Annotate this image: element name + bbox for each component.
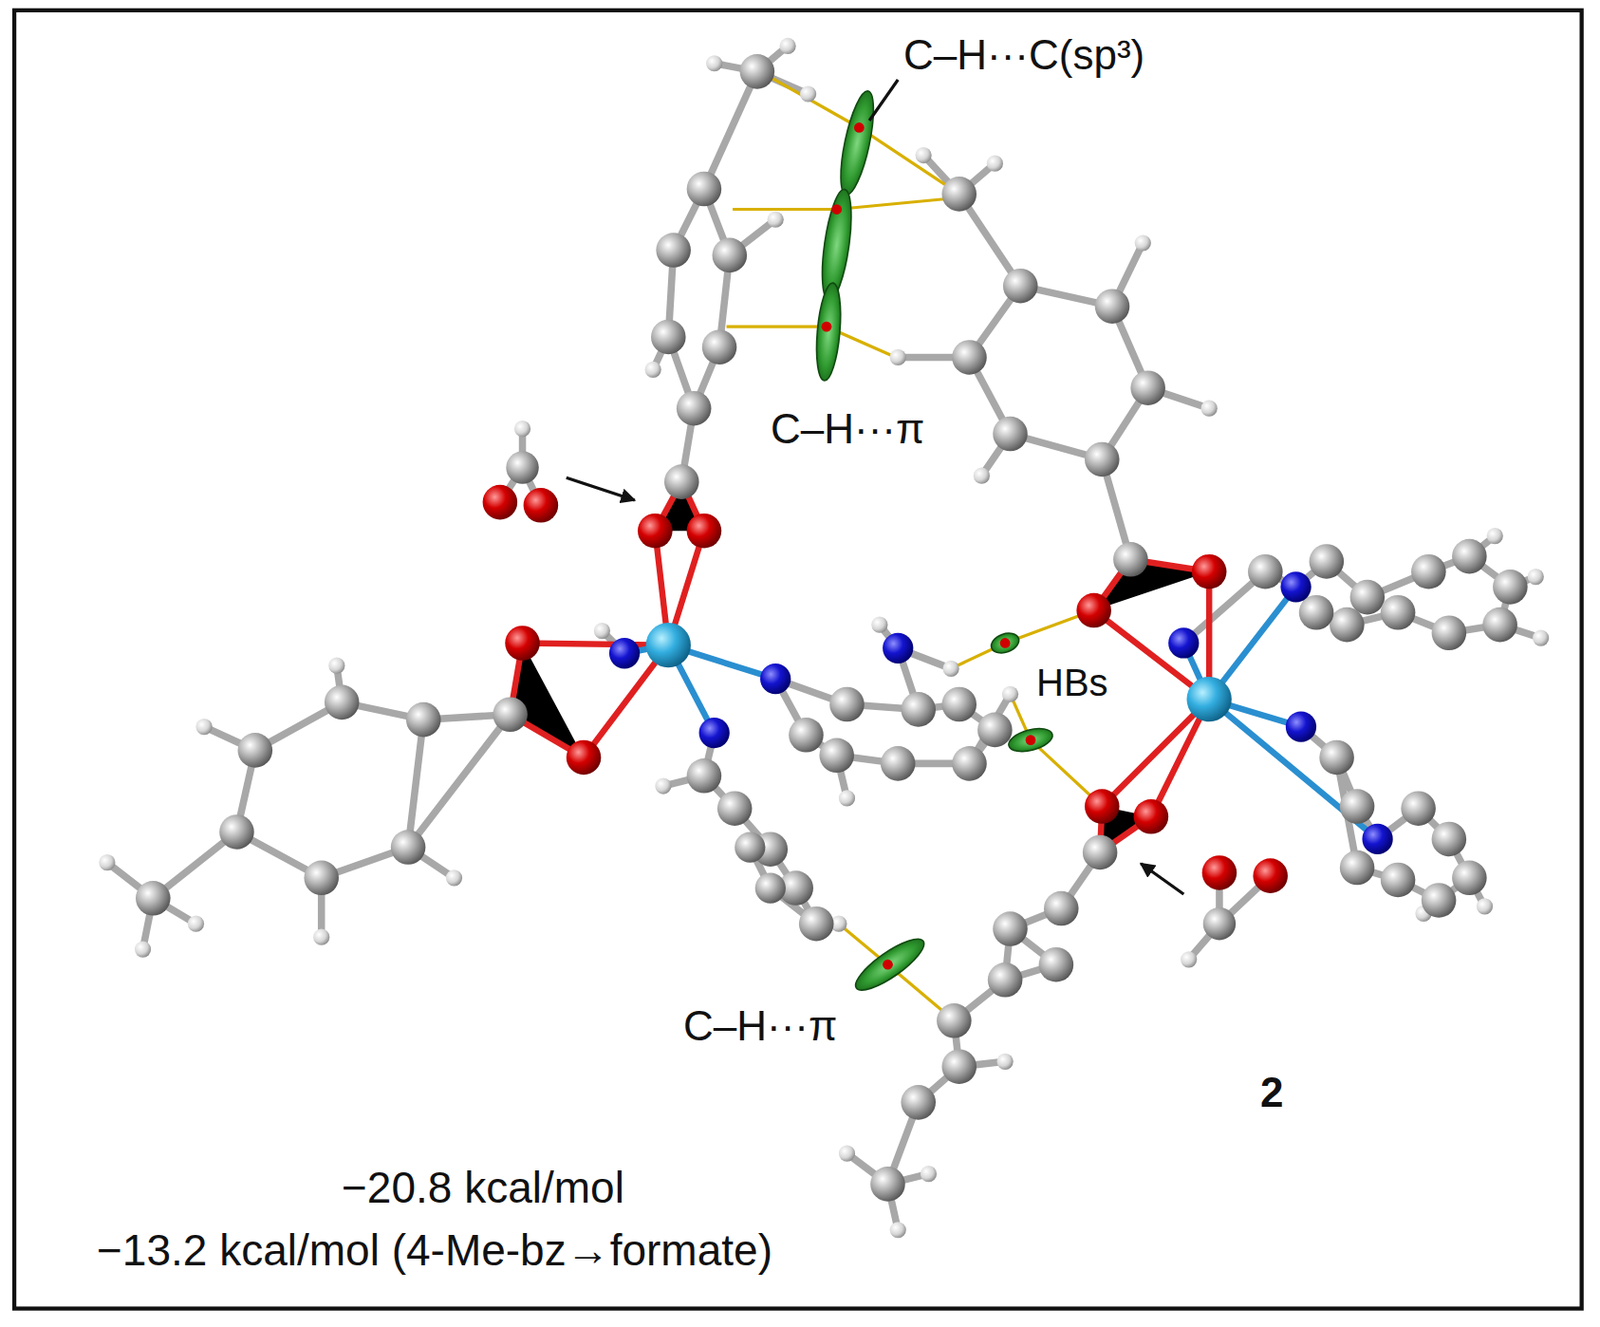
interaction-label: C–H···π bbox=[681, 1003, 839, 1049]
interaction-label: HBs bbox=[1034, 661, 1111, 704]
energy-note: −20.8 kcal/mol bbox=[339, 1163, 627, 1212]
interaction-label: C–H···C(sp³) bbox=[901, 32, 1147, 78]
interaction-label: C–H···π bbox=[768, 406, 927, 452]
compound-number: 2 bbox=[1258, 1069, 1285, 1116]
energy-note: −13.2 kcal/mol (4-Me-bz→formate) bbox=[94, 1226, 775, 1275]
